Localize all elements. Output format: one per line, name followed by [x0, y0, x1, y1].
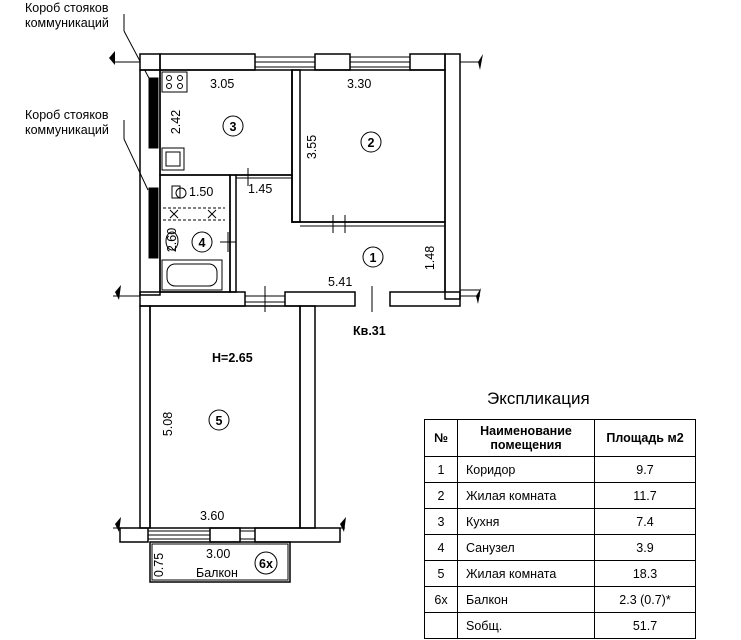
row-name: Жилая комната [457, 482, 595, 509]
room-5 [113, 305, 346, 532]
dim-corridor-depth: 1.48 [423, 246, 437, 270]
riser-box-label-2a: Короб стояков [25, 108, 109, 122]
table-row: 2 Жилая комната 11.7 [424, 482, 696, 509]
row-number: 3 [424, 508, 458, 535]
table-header-row: № Наименование помещения Площадь м2 [424, 419, 696, 457]
table-row: 4 Санузел 3.9 [424, 534, 696, 561]
svg-text:2: 2 [368, 136, 375, 150]
dim-balcony-depth: 0.75 [152, 553, 166, 577]
riser-box-callout-2: Короб стояков коммуникаций [25, 108, 149, 191]
row-number: 2 [424, 482, 458, 509]
riser-box-callout-1: Короб стояков коммуникаций [25, 1, 151, 81]
table-row: 5 Жилая комната 18.3 [424, 560, 696, 587]
dim-room5-width: 3.60 [200, 509, 224, 523]
apartment-label: Кв.31 [353, 324, 386, 338]
row-area: 2.3 (0.7)* [594, 586, 696, 613]
room-number-6x: 6х [254, 551, 278, 575]
bottom-wall [119, 527, 341, 543]
dim-bath-width: 1.45 [248, 182, 272, 196]
dim-corridor-length: 5.41 [328, 275, 352, 289]
room-number-2: 2 [360, 131, 382, 153]
svg-text:6х: 6х [259, 557, 273, 571]
row-area: 7.4 [594, 508, 696, 535]
dim-room2-width: 3.30 [347, 77, 371, 91]
svg-text:1: 1 [370, 251, 377, 265]
dim-room3-width: 3.05 [210, 77, 234, 91]
row-number: 4 [424, 534, 458, 561]
row-area: 18.3 [594, 560, 696, 587]
table-row: 6х Балкон 2.3 (0.7)* [424, 586, 696, 613]
dim-balcony-length: 3.00 [206, 547, 230, 561]
row-name: Балкон [457, 586, 595, 613]
row-number: 1 [424, 456, 458, 483]
room-number-4: 4 [191, 231, 213, 253]
table-row: 1 Коридор 9.7 [424, 456, 696, 483]
balcony-label: Балкон [196, 566, 238, 580]
row-number: 5 [424, 560, 458, 587]
header-area: Площадь м2 [594, 419, 696, 457]
row-name: Жилая комната [457, 560, 595, 587]
table-row-total: Sобщ. 51.7 [424, 612, 696, 639]
riser-box-label-2b: коммуникаций [25, 123, 109, 137]
balcony-6x [149, 541, 291, 583]
row-name: Коридор [457, 456, 595, 483]
riser-boxes [148, 77, 159, 259]
header-number: № [424, 419, 458, 457]
header-room-name: Наименование помещения [457, 419, 595, 457]
riser-box-label-1a: Короб стояков [25, 1, 109, 15]
row-area: 9.7 [594, 456, 696, 483]
dim-bath-width-top: 1.50 [189, 185, 213, 199]
row-name: Sобщ. [457, 612, 595, 639]
row-name: Кухня [457, 508, 595, 535]
room-number-1: 1 [362, 246, 384, 268]
svg-text:5: 5 [216, 414, 223, 428]
svg-text:3: 3 [230, 120, 237, 134]
dim-bath-depth: 2.60 [165, 228, 179, 252]
explication-table: № Наименование помещения Площадь м2 1 Ко… [424, 419, 696, 639]
row-number: 6х [424, 586, 458, 613]
room-number-5: 5 [208, 409, 230, 431]
dim-room5-depth: 5.08 [161, 412, 175, 436]
dim-room2-depth: 3.55 [305, 135, 319, 159]
row-area: 11.7 [594, 482, 696, 509]
row-name: Санузел [457, 534, 595, 561]
row-area: 51.7 [594, 612, 696, 639]
corridor-room-1 [236, 168, 446, 292]
svg-text:4: 4 [199, 236, 206, 250]
room-number-3: 3 [222, 115, 244, 137]
row-area: 3.9 [594, 534, 696, 561]
riser-box-label-1b: коммуникаций [25, 16, 109, 30]
table-row: 3 Кухня 7.4 [424, 508, 696, 535]
dim-room3-depth: 2.42 [169, 110, 183, 134]
ceiling-height-label: H=2.65 [212, 351, 253, 365]
explication-title: Экспликация [487, 389, 590, 408]
row-number [424, 612, 458, 639]
